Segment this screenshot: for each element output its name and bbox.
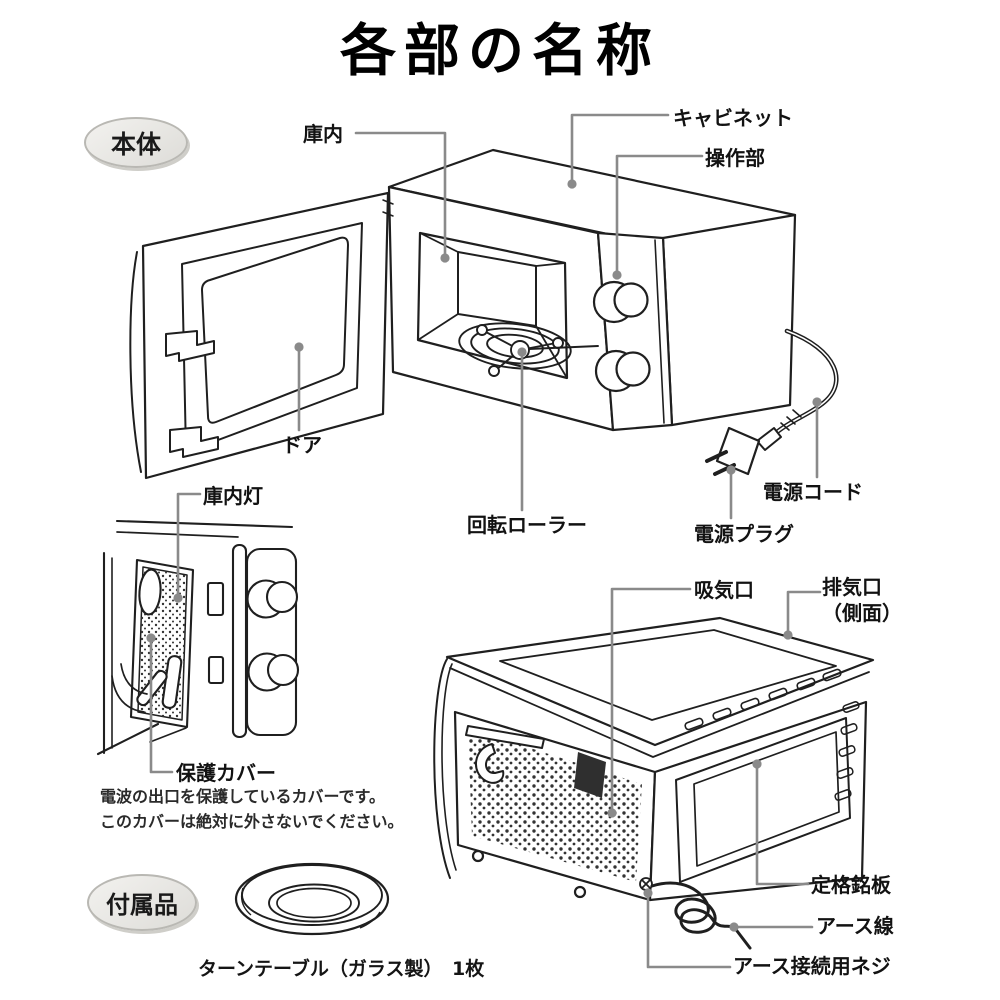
label-power-cord: 電源コード bbox=[763, 480, 863, 504]
leader-nameplate bbox=[752, 759, 810, 886]
label-cavity-lamp: 庫内灯 bbox=[203, 484, 263, 508]
label-door: ドア bbox=[282, 433, 322, 457]
turntable-drawing bbox=[234, 862, 390, 936]
label-exhaust-port: 排気口 （側面） bbox=[822, 574, 902, 626]
turntable-caption: ターンテーブル（ガラス製） 1枚 bbox=[198, 958, 485, 980]
main-unit-drawing bbox=[129, 148, 839, 480]
badge-accessories: 付属品 bbox=[87, 874, 197, 931]
rear-hook bbox=[465, 725, 545, 784]
leader-lines bbox=[146, 113, 822, 969]
leader-intake bbox=[607, 587, 692, 818]
leader-roller bbox=[517, 347, 527, 512]
label-earth-screw: アース接続用ネジ bbox=[733, 954, 891, 978]
badge-main-unit: 本体 bbox=[84, 117, 188, 168]
earth-wire bbox=[650, 881, 752, 950]
rear-view-drawing bbox=[433, 616, 875, 950]
leader-cover bbox=[146, 633, 174, 774]
control-knobs bbox=[592, 280, 651, 393]
leader-earth-wire bbox=[729, 922, 814, 932]
leader-cavity bbox=[354, 131, 450, 263]
label-control-panel: 操作部 bbox=[705, 146, 765, 170]
earth-screw bbox=[639, 877, 653, 891]
power-cord bbox=[774, 328, 839, 435]
leader-lamp bbox=[173, 492, 202, 603]
badge-main-unit-label: 本体 bbox=[110, 129, 161, 159]
label-rating-nameplate: 定格銘板 bbox=[811, 873, 891, 897]
label-rotating-roller: 回転ローラー bbox=[467, 513, 587, 537]
closeup-knobs bbox=[246, 579, 300, 692]
protective-cover-note-line1: 電波の出口を保護しているカバーです。 bbox=[100, 787, 385, 806]
leader-exhaust bbox=[783, 590, 822, 640]
label-cabinet: キャビネット bbox=[673, 106, 793, 130]
power-plug bbox=[705, 426, 782, 476]
interior-closeup-drawing bbox=[96, 519, 300, 756]
label-cavity: 庫内 bbox=[303, 122, 343, 146]
top-vent-slits bbox=[684, 668, 842, 731]
label-exhaust-port-line2: （側面） bbox=[822, 601, 902, 625]
leader-earth-screw bbox=[643, 888, 732, 969]
label-protective-cover: 保護カバー bbox=[176, 761, 276, 785]
page-title: 各部の名称 bbox=[340, 19, 660, 84]
leader-door bbox=[294, 342, 304, 432]
protective-cover-note-line2: このカバーは絶対に外さないでください。 bbox=[100, 812, 404, 831]
leader-plug bbox=[726, 465, 736, 520]
label-exhaust-port-line1: 排気口 bbox=[822, 575, 882, 599]
badge-accessories-label: 付属品 bbox=[106, 891, 178, 919]
leader-cord bbox=[812, 397, 822, 479]
side-vent-slits bbox=[834, 701, 860, 801]
label-air-intake: 吸気口 bbox=[694, 578, 754, 602]
label-earth-wire: アース線 bbox=[816, 914, 894, 938]
leader-cabinet bbox=[567, 113, 670, 189]
leader-control-panel bbox=[612, 154, 704, 280]
door bbox=[129, 191, 394, 480]
label-power-plug: 電源プラグ bbox=[694, 522, 794, 546]
